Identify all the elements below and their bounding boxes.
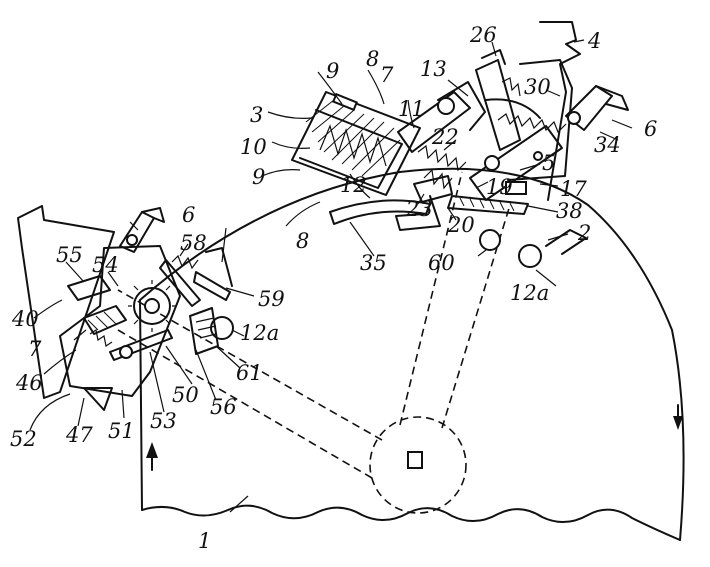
label-7b: 7 (28, 337, 42, 361)
label-10: 10 (240, 135, 267, 159)
label-19: 19 (486, 175, 513, 199)
label-51: 51 (108, 419, 135, 443)
label-7a: 7 (380, 63, 394, 87)
label-5: 5 (542, 151, 555, 175)
label-53: 53 (150, 409, 177, 433)
label-6b: 6 (182, 203, 195, 227)
label-3: 3 (250, 103, 263, 127)
label-47: 47 (65, 423, 93, 447)
label-20: 20 (447, 213, 475, 237)
label-50: 50 (172, 383, 199, 407)
label-38: 38 (556, 199, 583, 223)
label-55: 55 (56, 243, 83, 267)
label-60: 60 (428, 251, 455, 275)
label-6a: 6 (644, 117, 657, 141)
label-11: 11 (398, 97, 425, 121)
label-8a: 8 (366, 47, 379, 71)
label-12a-lower: 12 (340, 173, 367, 197)
label-35: 35 (360, 251, 387, 275)
label-2: 2 (577, 221, 591, 245)
label-46: 46 (15, 371, 43, 395)
label-59: 59 (258, 287, 285, 311)
label-40: 40 (11, 307, 39, 331)
wheel-body (140, 169, 684, 540)
label-56: 56 (210, 395, 237, 419)
label-61: 61 (236, 361, 263, 385)
label-34: 34 (594, 133, 621, 157)
label-23: 23 (405, 197, 433, 221)
label-13: 13 (420, 57, 447, 81)
label-8b: 8 (296, 229, 309, 253)
label-12a-right: 12a (510, 281, 549, 305)
label-4: 4 (587, 29, 601, 53)
label-54: 54 (92, 253, 119, 277)
label-52: 52 (10, 427, 37, 451)
label-1: 1 (198, 529, 211, 553)
label-30: 30 (524, 75, 551, 99)
label-9b: 9 (252, 165, 265, 189)
label-17: 17 (560, 177, 587, 201)
label-58: 58 (180, 231, 207, 255)
label-9a: 9 (326, 59, 339, 83)
label-22: 22 (431, 125, 459, 149)
label-26: 26 (469, 23, 497, 47)
label-12a-left: 12a (240, 321, 279, 345)
